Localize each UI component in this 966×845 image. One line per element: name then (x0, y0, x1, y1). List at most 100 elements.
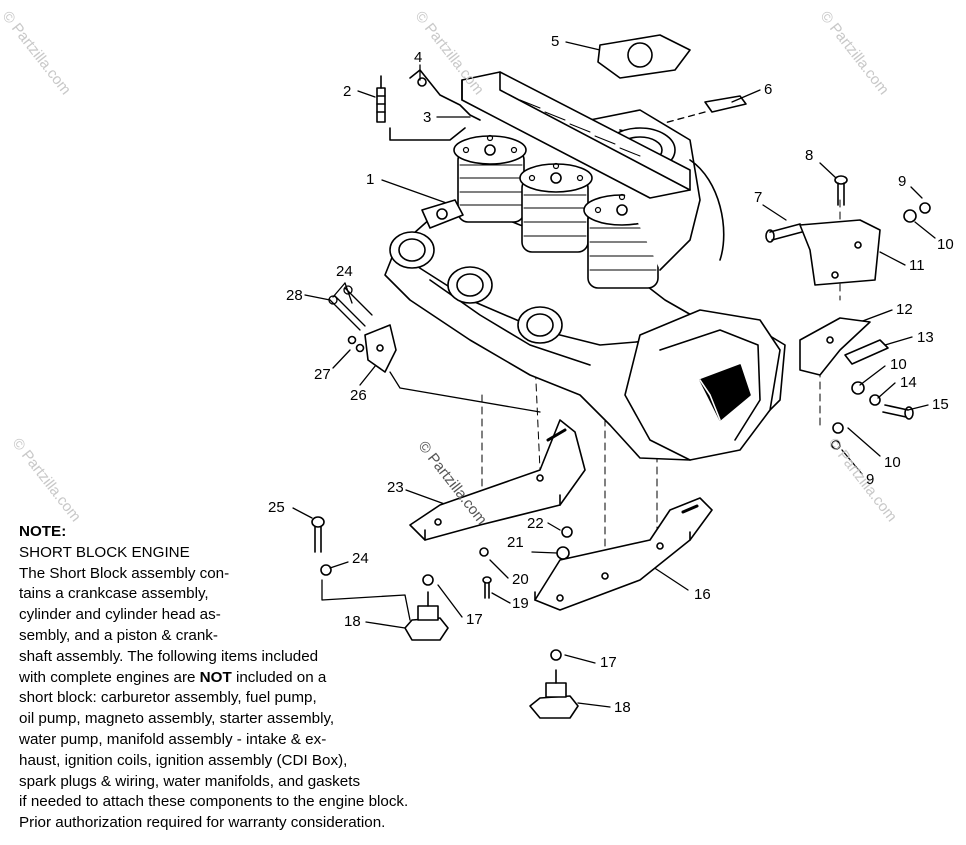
leader-5 (565, 41, 601, 51)
leader-27 (332, 349, 351, 369)
callout-21: 21 (507, 534, 524, 551)
callout-16: 16 (694, 586, 711, 603)
bolt-line-24 (321, 579, 411, 621)
callout-20: 20 (512, 571, 529, 588)
bolt-25 (311, 516, 325, 553)
bolt-7 (765, 223, 803, 243)
leader-13 (884, 336, 913, 346)
note-line-7-post: included on a (231, 668, 327, 686)
leader-12 (859, 309, 893, 323)
callout-1: 1 (366, 171, 375, 188)
callout-24-low: 24 (352, 550, 369, 567)
leader-10c (847, 427, 881, 457)
leader-9a (910, 186, 923, 199)
callout-13: 13 (917, 329, 934, 346)
washer-21 (556, 546, 570, 560)
studs-28 (328, 285, 373, 331)
washer-24b (320, 564, 332, 576)
note-line-11: haust, ignition coils, ignition assembly… (19, 751, 348, 769)
intake-gasket (421, 199, 464, 229)
spacer-strip (704, 95, 747, 113)
leader-1 (381, 179, 453, 206)
callout-26: 26 (350, 387, 367, 404)
callout-11: 11 (909, 257, 925, 274)
leader-10b (859, 365, 886, 386)
callout-3: 3 (423, 109, 432, 126)
mount-plate-16 (534, 497, 713, 611)
leader-14 (877, 382, 896, 399)
leader-24a (332, 282, 346, 298)
leader-24b (329, 561, 349, 569)
rubber-mount-left (404, 574, 449, 641)
callout-6: 6 (764, 81, 773, 98)
note-line-5: sembly, and a piston & crank- (19, 626, 218, 644)
callout-8: 8 (805, 147, 814, 164)
leader-19 (491, 592, 511, 604)
callout-23: 23 (387, 479, 404, 496)
leader-18b (577, 702, 611, 708)
leader-16 (649, 564, 689, 591)
head-gasket (597, 34, 691, 79)
bolt-19 (482, 576, 492, 599)
washer-10c (832, 422, 844, 434)
note-line-10: water pump, manifold assembly - intake &… (19, 730, 327, 748)
leader-28 (304, 294, 331, 301)
callout-12: 12 (896, 301, 913, 318)
callout-14: 14 (900, 374, 917, 391)
leader-25 (292, 507, 313, 519)
note-line-2: The Short Block assembly con- (19, 564, 230, 582)
spark-plug (376, 75, 386, 123)
note-line-7-pre: with complete engines are (19, 668, 200, 686)
nut-9 (919, 202, 931, 214)
callout-24-top: 24 (336, 263, 353, 280)
leader-17a (437, 584, 463, 618)
washers-27 (347, 335, 365, 353)
leader-10a (914, 221, 936, 239)
callout-10-mid: 10 (890, 356, 907, 373)
leader-20 (489, 559, 509, 579)
bolt-8 (834, 175, 848, 206)
note-line-6: shaft assembly. The following items incl… (19, 647, 319, 665)
note-line-14: Prior authorization required for warrant… (19, 814, 386, 832)
callout-15: 15 (932, 396, 949, 413)
note-line-7: with complete engines are NOT included o… (19, 668, 499, 689)
callout-10-top: 10 (937, 236, 954, 253)
washer-20 (479, 547, 489, 557)
bracket-26 (364, 324, 397, 373)
note-heading: NOTE: (19, 523, 67, 540)
nut-9b (831, 440, 841, 450)
note-line-9: oil pump, magneto assembly, starter asse… (19, 710, 335, 728)
leader-7 (762, 204, 787, 221)
leader-18a (365, 621, 406, 629)
spark-plug-cap (409, 69, 481, 121)
callout-7: 7 (754, 189, 763, 206)
callout-27: 27 (314, 366, 331, 383)
plug-wire (389, 127, 466, 141)
washer-10b (851, 381, 865, 395)
callout-18-right: 18 (614, 699, 631, 716)
callout-17-right: 17 (600, 654, 617, 671)
callout-4: 4 (414, 49, 423, 66)
pad-13 (844, 339, 889, 365)
note-line-3: tains a crankcase assembly, (19, 585, 209, 603)
leader-11 (879, 251, 906, 266)
rubber-mount-right (529, 649, 579, 719)
callout-25: 25 (268, 499, 285, 516)
callout-17-left: 17 (466, 611, 483, 628)
leader-2 (357, 90, 376, 98)
callout-18-left: 18 (344, 613, 361, 630)
note-line-4: cylinder and cylinder head as- (19, 606, 221, 624)
leader-21 (531, 551, 558, 554)
mount-plate-23 (409, 419, 586, 541)
leader-6 (731, 89, 761, 103)
washer-14 (869, 394, 881, 406)
callout-9-low: 9 (866, 471, 875, 488)
short-block-note: NOTE: SHORT BLOCK ENGINE The Short Block… (19, 522, 499, 834)
callout-2: 2 (343, 83, 352, 100)
leader-lines (292, 41, 936, 708)
leader-8 (819, 162, 837, 179)
engine-block (384, 71, 786, 461)
nut-22 (561, 526, 573, 538)
note-line-1: SHORT BLOCK ENGINE (19, 543, 190, 561)
